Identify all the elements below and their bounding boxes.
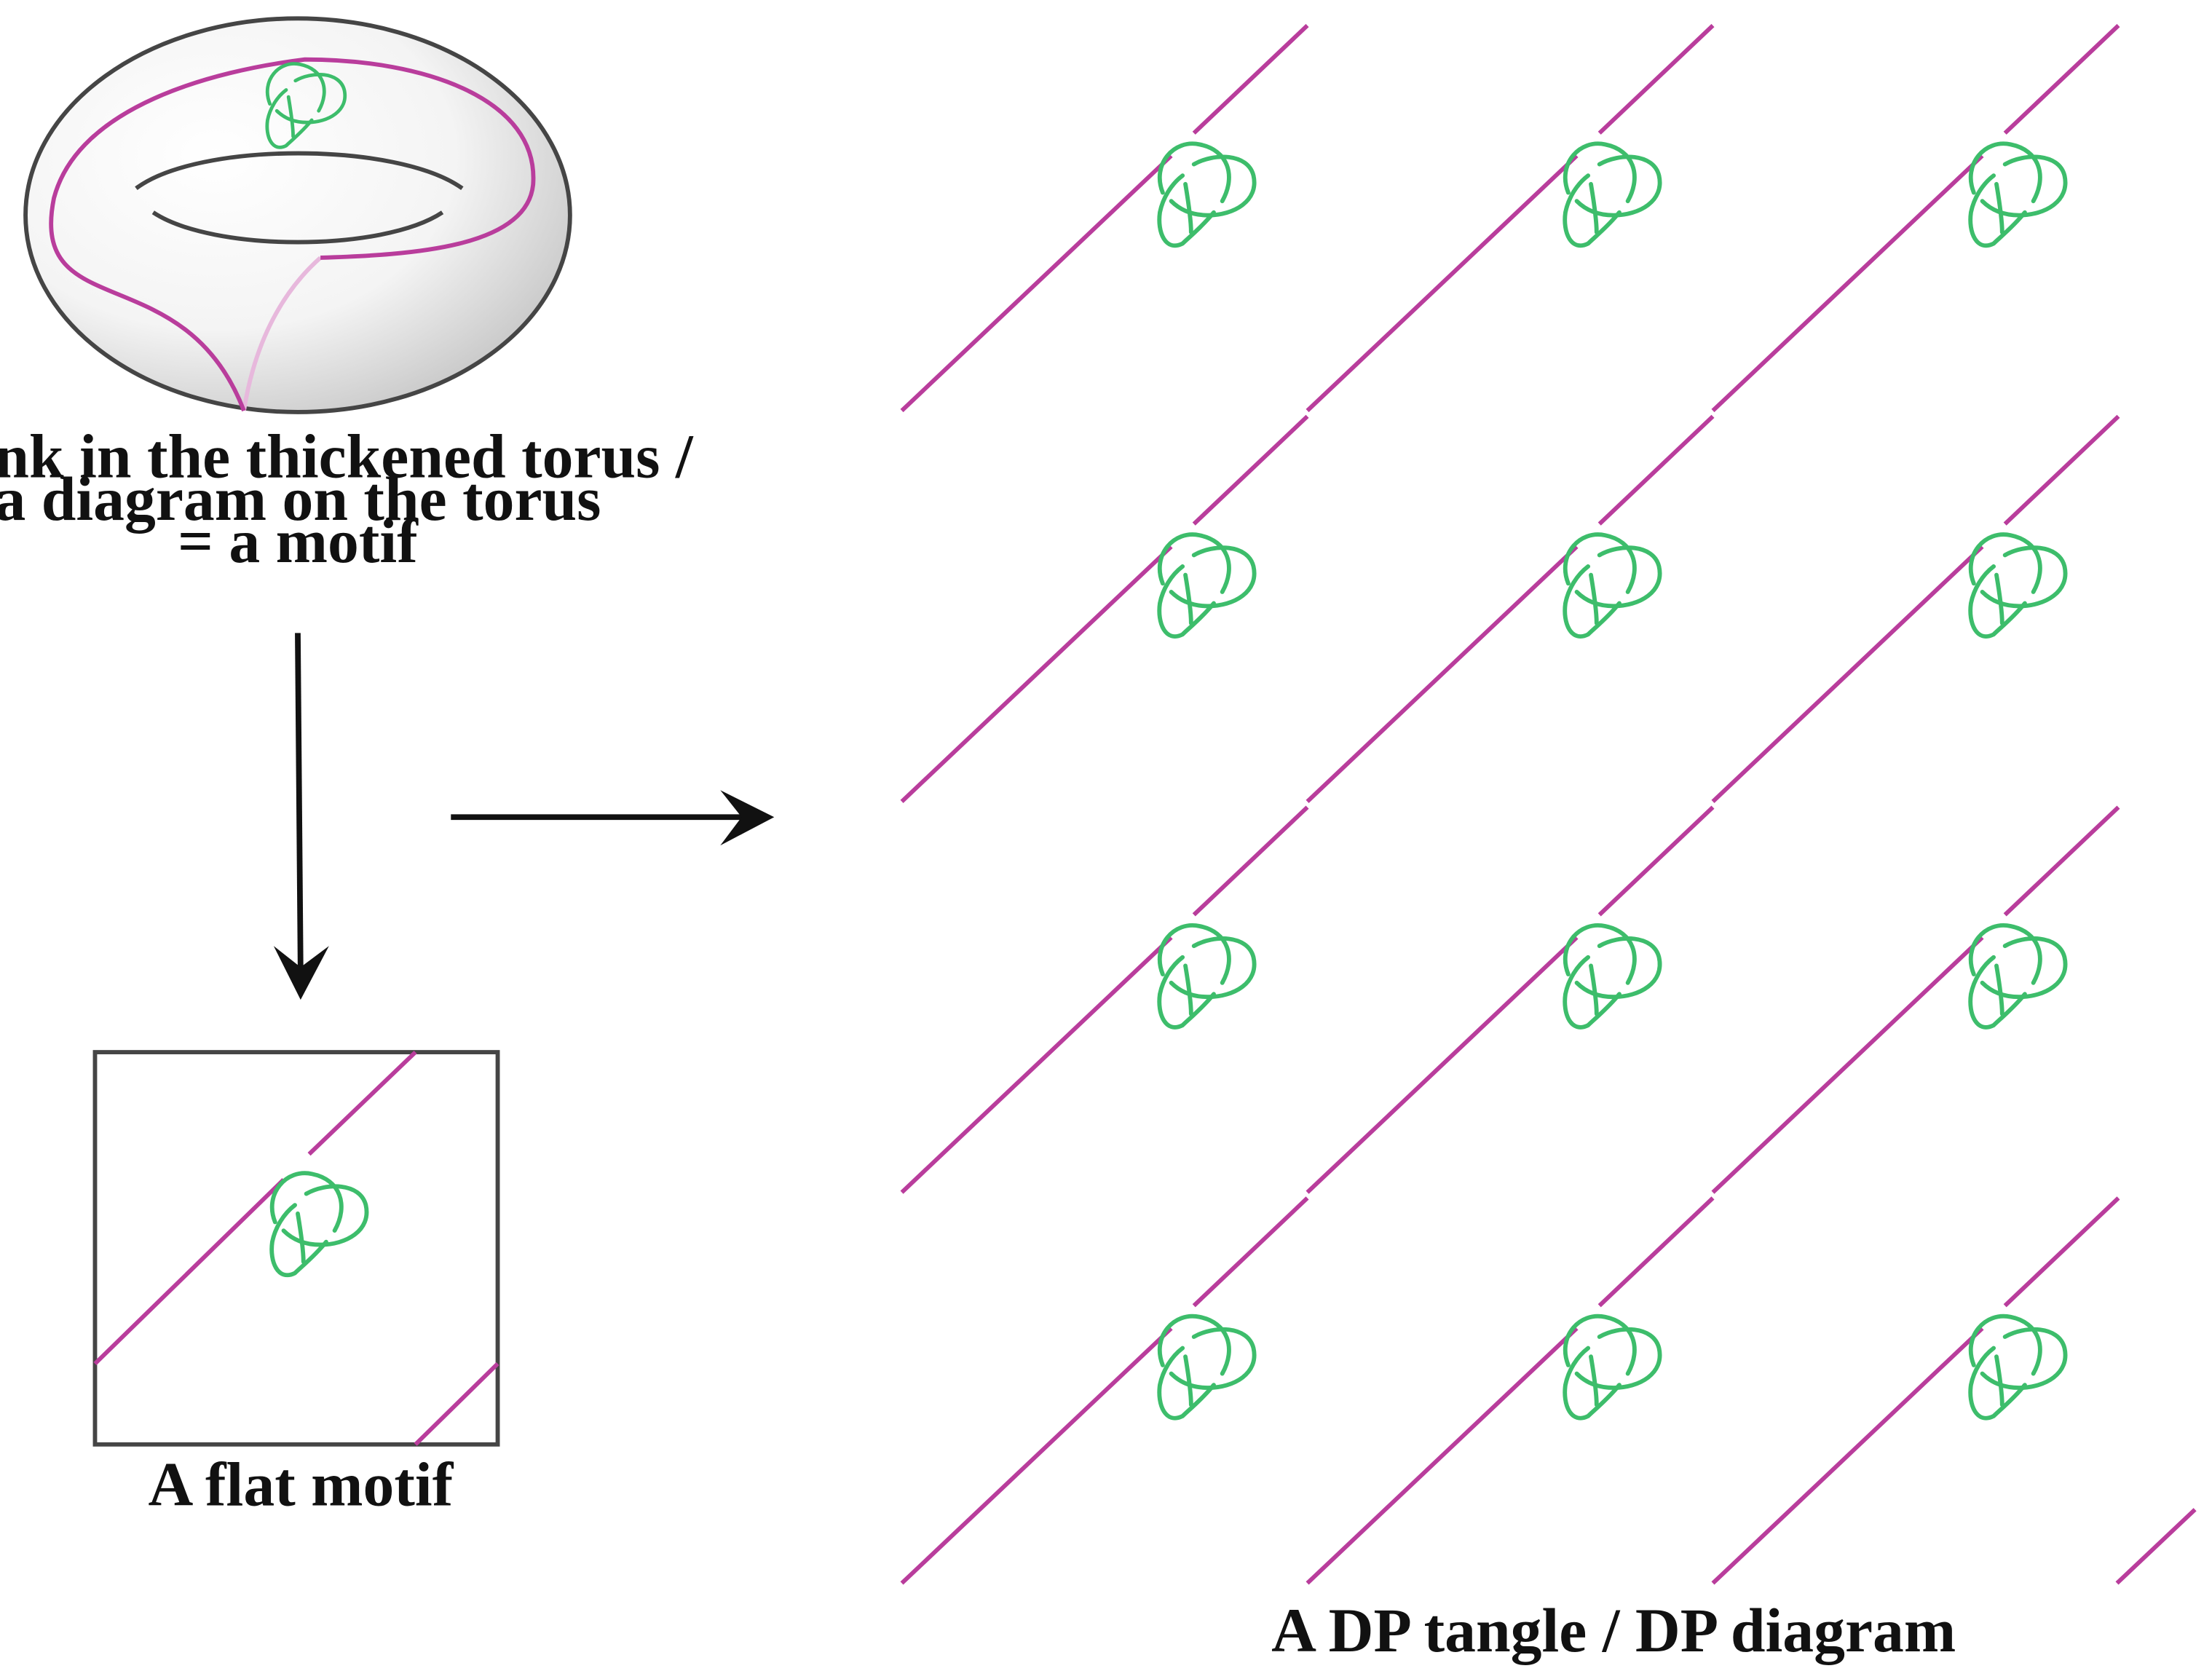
down-arrow bbox=[273, 633, 329, 1000]
dp-strand-segment bbox=[1192, 23, 1309, 135]
dp-strand-segment bbox=[900, 1327, 1173, 1585]
dp-strand-segment bbox=[1306, 936, 1579, 1194]
dp-strand-segment bbox=[1711, 154, 1984, 413]
dp-trefoil-knot bbox=[1970, 534, 2065, 636]
dp-strand-segment bbox=[1192, 1196, 1309, 1308]
dp-strand-edge-segment bbox=[2115, 1508, 2197, 1585]
dp-strand-segment bbox=[1711, 1327, 1984, 1585]
flat-motif-caption: A flat motif bbox=[148, 1450, 454, 1519]
dp-trefoil-knot bbox=[1565, 143, 1659, 245]
dp-tangle-caption: A DP tangle / DP diagram bbox=[1271, 1596, 1956, 1665]
dp-strand-segment bbox=[900, 154, 1173, 413]
dp-strand-segment bbox=[1192, 805, 1309, 917]
dp-strand-segment bbox=[900, 545, 1173, 803]
dp-trefoil-knot bbox=[1159, 1316, 1254, 1418]
flat-motif-strand-lower bbox=[93, 1178, 285, 1366]
dp-strand-segment bbox=[1597, 805, 1715, 917]
torus-caption-line2: a diagram on the torus bbox=[0, 465, 601, 534]
dp-trefoil-knot bbox=[1159, 925, 1254, 1027]
dp-strand-segment bbox=[1597, 1196, 1715, 1308]
dp-strand-segment bbox=[1306, 154, 1579, 413]
torus-hole-upper bbox=[135, 151, 464, 191]
torus-illustration bbox=[23, 16, 572, 414]
dp-strand-segment bbox=[1306, 1327, 1579, 1585]
dp-strand-segment bbox=[1597, 23, 1715, 135]
right-arrow bbox=[451, 790, 775, 846]
dp-strand-segment bbox=[1192, 414, 1309, 526]
flat-motif-strand-corner bbox=[414, 1362, 499, 1446]
flat-motif-trefoil-knot bbox=[272, 1173, 366, 1275]
dp-trefoil-knot bbox=[1159, 534, 1254, 636]
dp-tangle-pattern bbox=[900, 23, 2197, 1585]
torus-curve-hidden bbox=[242, 256, 323, 411]
torus-curve-front bbox=[49, 57, 536, 412]
dp-trefoil-knot bbox=[1970, 925, 2065, 1027]
dp-strand-segment bbox=[2003, 1196, 2120, 1308]
dp-strand-segment bbox=[2003, 805, 2120, 917]
dp-trefoil-knot bbox=[1159, 143, 1254, 245]
dp-strand-segment bbox=[1711, 545, 1984, 803]
flat-motif-square bbox=[92, 1050, 500, 1447]
dp-trefoil-knot bbox=[1565, 1316, 1659, 1418]
flat-motif bbox=[92, 1050, 500, 1447]
dp-strand-segment bbox=[900, 936, 1173, 1194]
torus-body bbox=[23, 16, 572, 414]
dp-trefoil-knot bbox=[1970, 143, 2065, 245]
dp-trefoil-knot bbox=[1565, 925, 1659, 1027]
dp-strand-segment bbox=[1711, 936, 1984, 1194]
flat-motif-strand-upper bbox=[307, 1050, 417, 1156]
torus-caption-line3: = a motif bbox=[178, 507, 419, 576]
torus-hole-lower bbox=[151, 210, 444, 245]
torus-caption-line1: A link in the thickened torus / bbox=[0, 422, 694, 491]
dp-strand-segment bbox=[2003, 23, 2120, 135]
dp-trefoil-knot bbox=[1565, 534, 1659, 636]
dp-strand-segment bbox=[2003, 414, 2120, 526]
dp-strand-segment bbox=[1306, 545, 1579, 803]
dp-trefoil-knot bbox=[1970, 1316, 2065, 1418]
dp-strand-segment bbox=[1597, 414, 1715, 526]
